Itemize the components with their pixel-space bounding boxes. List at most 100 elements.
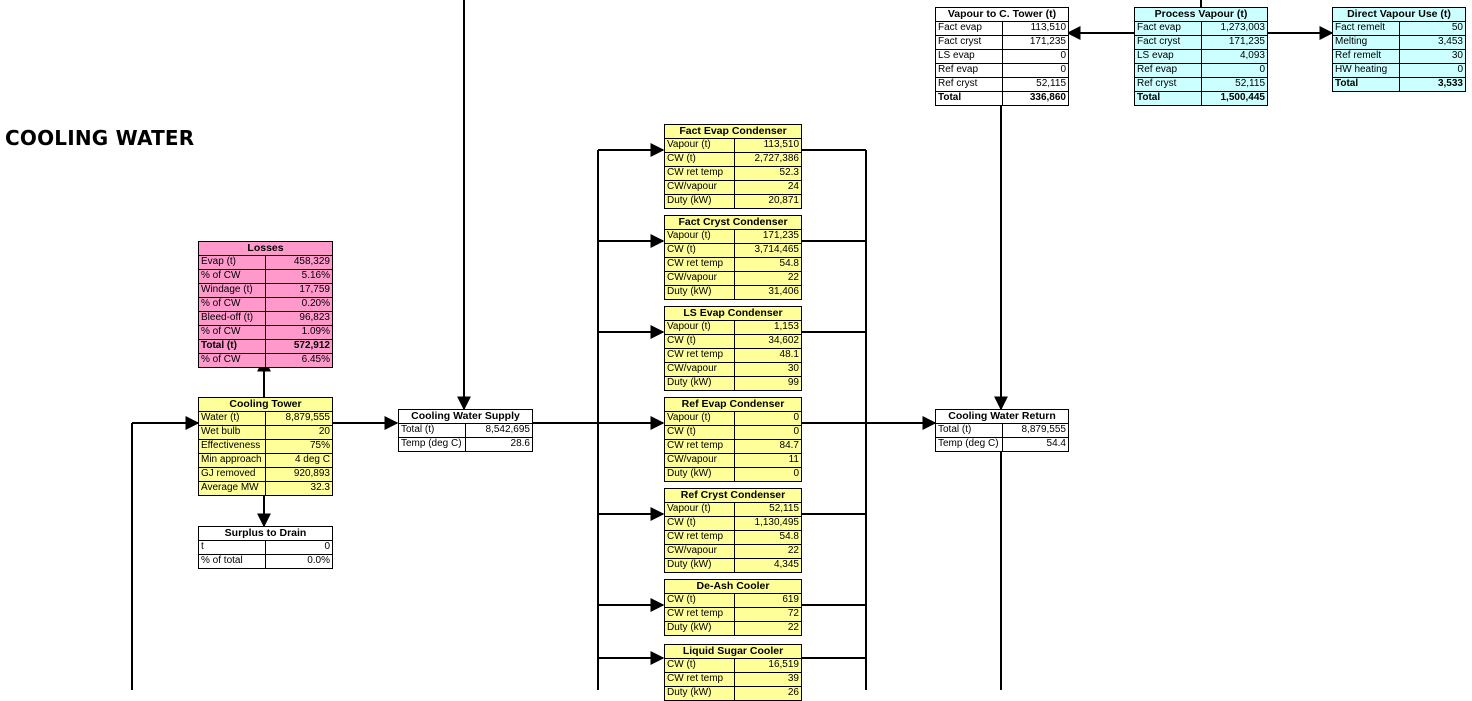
block-row: Windage (t)17,759 [199, 284, 332, 298]
row-label: CW (t) [667, 426, 696, 437]
row-value: 17,759 [299, 284, 330, 295]
block-row: CW (t)34,602 [665, 335, 801, 349]
block-row: Duty (kW)4,345 [665, 559, 801, 572]
column-divider [734, 335, 735, 348]
row-label: CW ret temp [667, 167, 724, 178]
row-label: Temp (deg C) [401, 438, 462, 449]
column-divider [265, 482, 266, 495]
row-value: 920,893 [293, 468, 330, 479]
row-value: 48.1 [779, 349, 799, 360]
block-row: Duty (kW)31,406 [665, 286, 801, 299]
column-divider [734, 181, 735, 194]
row-label: Duty (kW) [667, 195, 712, 206]
block-row: Duty (kW)0 [665, 468, 801, 481]
row-value: 171,235 [762, 230, 799, 241]
row-label: Duty (kW) [667, 622, 712, 633]
column-divider [1201, 50, 1202, 63]
column-divider [1002, 36, 1003, 49]
row-value: 8,879,555 [1021, 424, 1067, 435]
row-label: Duty (kW) [667, 559, 712, 570]
row-label: CW ret temp [667, 440, 724, 451]
row-label: CW (t) [667, 659, 696, 670]
row-value: 39 [787, 673, 799, 684]
column-divider [1002, 22, 1003, 35]
row-label: CW/vapour [667, 545, 718, 556]
row-value: 26 [787, 687, 799, 698]
row-value: 0 [324, 541, 330, 552]
column-divider [1399, 78, 1400, 91]
column-divider [734, 659, 735, 672]
column-divider [734, 594, 735, 607]
row-value: 0 [1457, 64, 1463, 75]
row-label: Vapour (t) [667, 139, 711, 150]
row-value: 30 [1451, 50, 1463, 61]
row-value: 99 [787, 377, 799, 388]
row-value: 0 [1259, 64, 1265, 75]
column-divider [265, 454, 266, 467]
column-divider [265, 298, 266, 311]
row-label: % of CW [201, 354, 241, 365]
column-divider [734, 272, 735, 285]
row-value: 1,130,495 [754, 517, 800, 528]
column-divider [734, 559, 735, 572]
column-divider [734, 454, 735, 467]
row-label: Wet bulb [201, 426, 241, 437]
block-row: Total (t)572,912 [199, 340, 332, 354]
row-label: Min approach [201, 454, 262, 465]
row-value: 0 [793, 426, 799, 437]
row-value: 0 [793, 468, 799, 479]
column-divider [734, 622, 735, 635]
column-divider [734, 153, 735, 166]
row-label: Ref remelt [1335, 50, 1382, 61]
column-divider [265, 326, 266, 339]
column-divider [1002, 64, 1003, 77]
row-label: CW (t) [667, 335, 696, 346]
row-label: Fact evap [938, 22, 982, 33]
row-label: t [201, 541, 204, 552]
column-divider [465, 438, 466, 451]
row-value: 20 [318, 426, 330, 437]
row-value: 3,453 [1437, 36, 1463, 47]
row-value: 3,533 [1437, 78, 1463, 89]
row-label: GJ removed [201, 468, 256, 479]
row-value: 84.7 [779, 440, 799, 451]
block-title: Fact Evap Condenser [665, 125, 801, 139]
column-divider [265, 440, 266, 453]
column-divider [265, 270, 266, 283]
block-row: Total (t) 8,879,555 [936, 424, 1068, 438]
row-value: 22 [787, 545, 799, 556]
column-divider [734, 195, 735, 208]
block-row: CW (t)619 [665, 594, 801, 608]
row-label: Total (t) [938, 424, 972, 435]
column-divider [265, 340, 266, 353]
row-value: 4 deg C [294, 454, 330, 465]
block-row: CW (t)1,130,495 [665, 517, 801, 531]
row-label: Duty (kW) [667, 687, 712, 698]
row-label: CW/vapour [667, 454, 718, 465]
column-divider [265, 412, 266, 425]
block-row: CW (t)2,727,386 [665, 153, 801, 167]
column-divider [1201, 78, 1202, 91]
row-label: % of total [201, 555, 243, 566]
block-row: Min approach 4 deg C [199, 454, 332, 468]
column-divider [734, 426, 735, 439]
row-label: Bleed-off (t) [201, 312, 254, 323]
row-label: Fact evap [1137, 22, 1181, 33]
